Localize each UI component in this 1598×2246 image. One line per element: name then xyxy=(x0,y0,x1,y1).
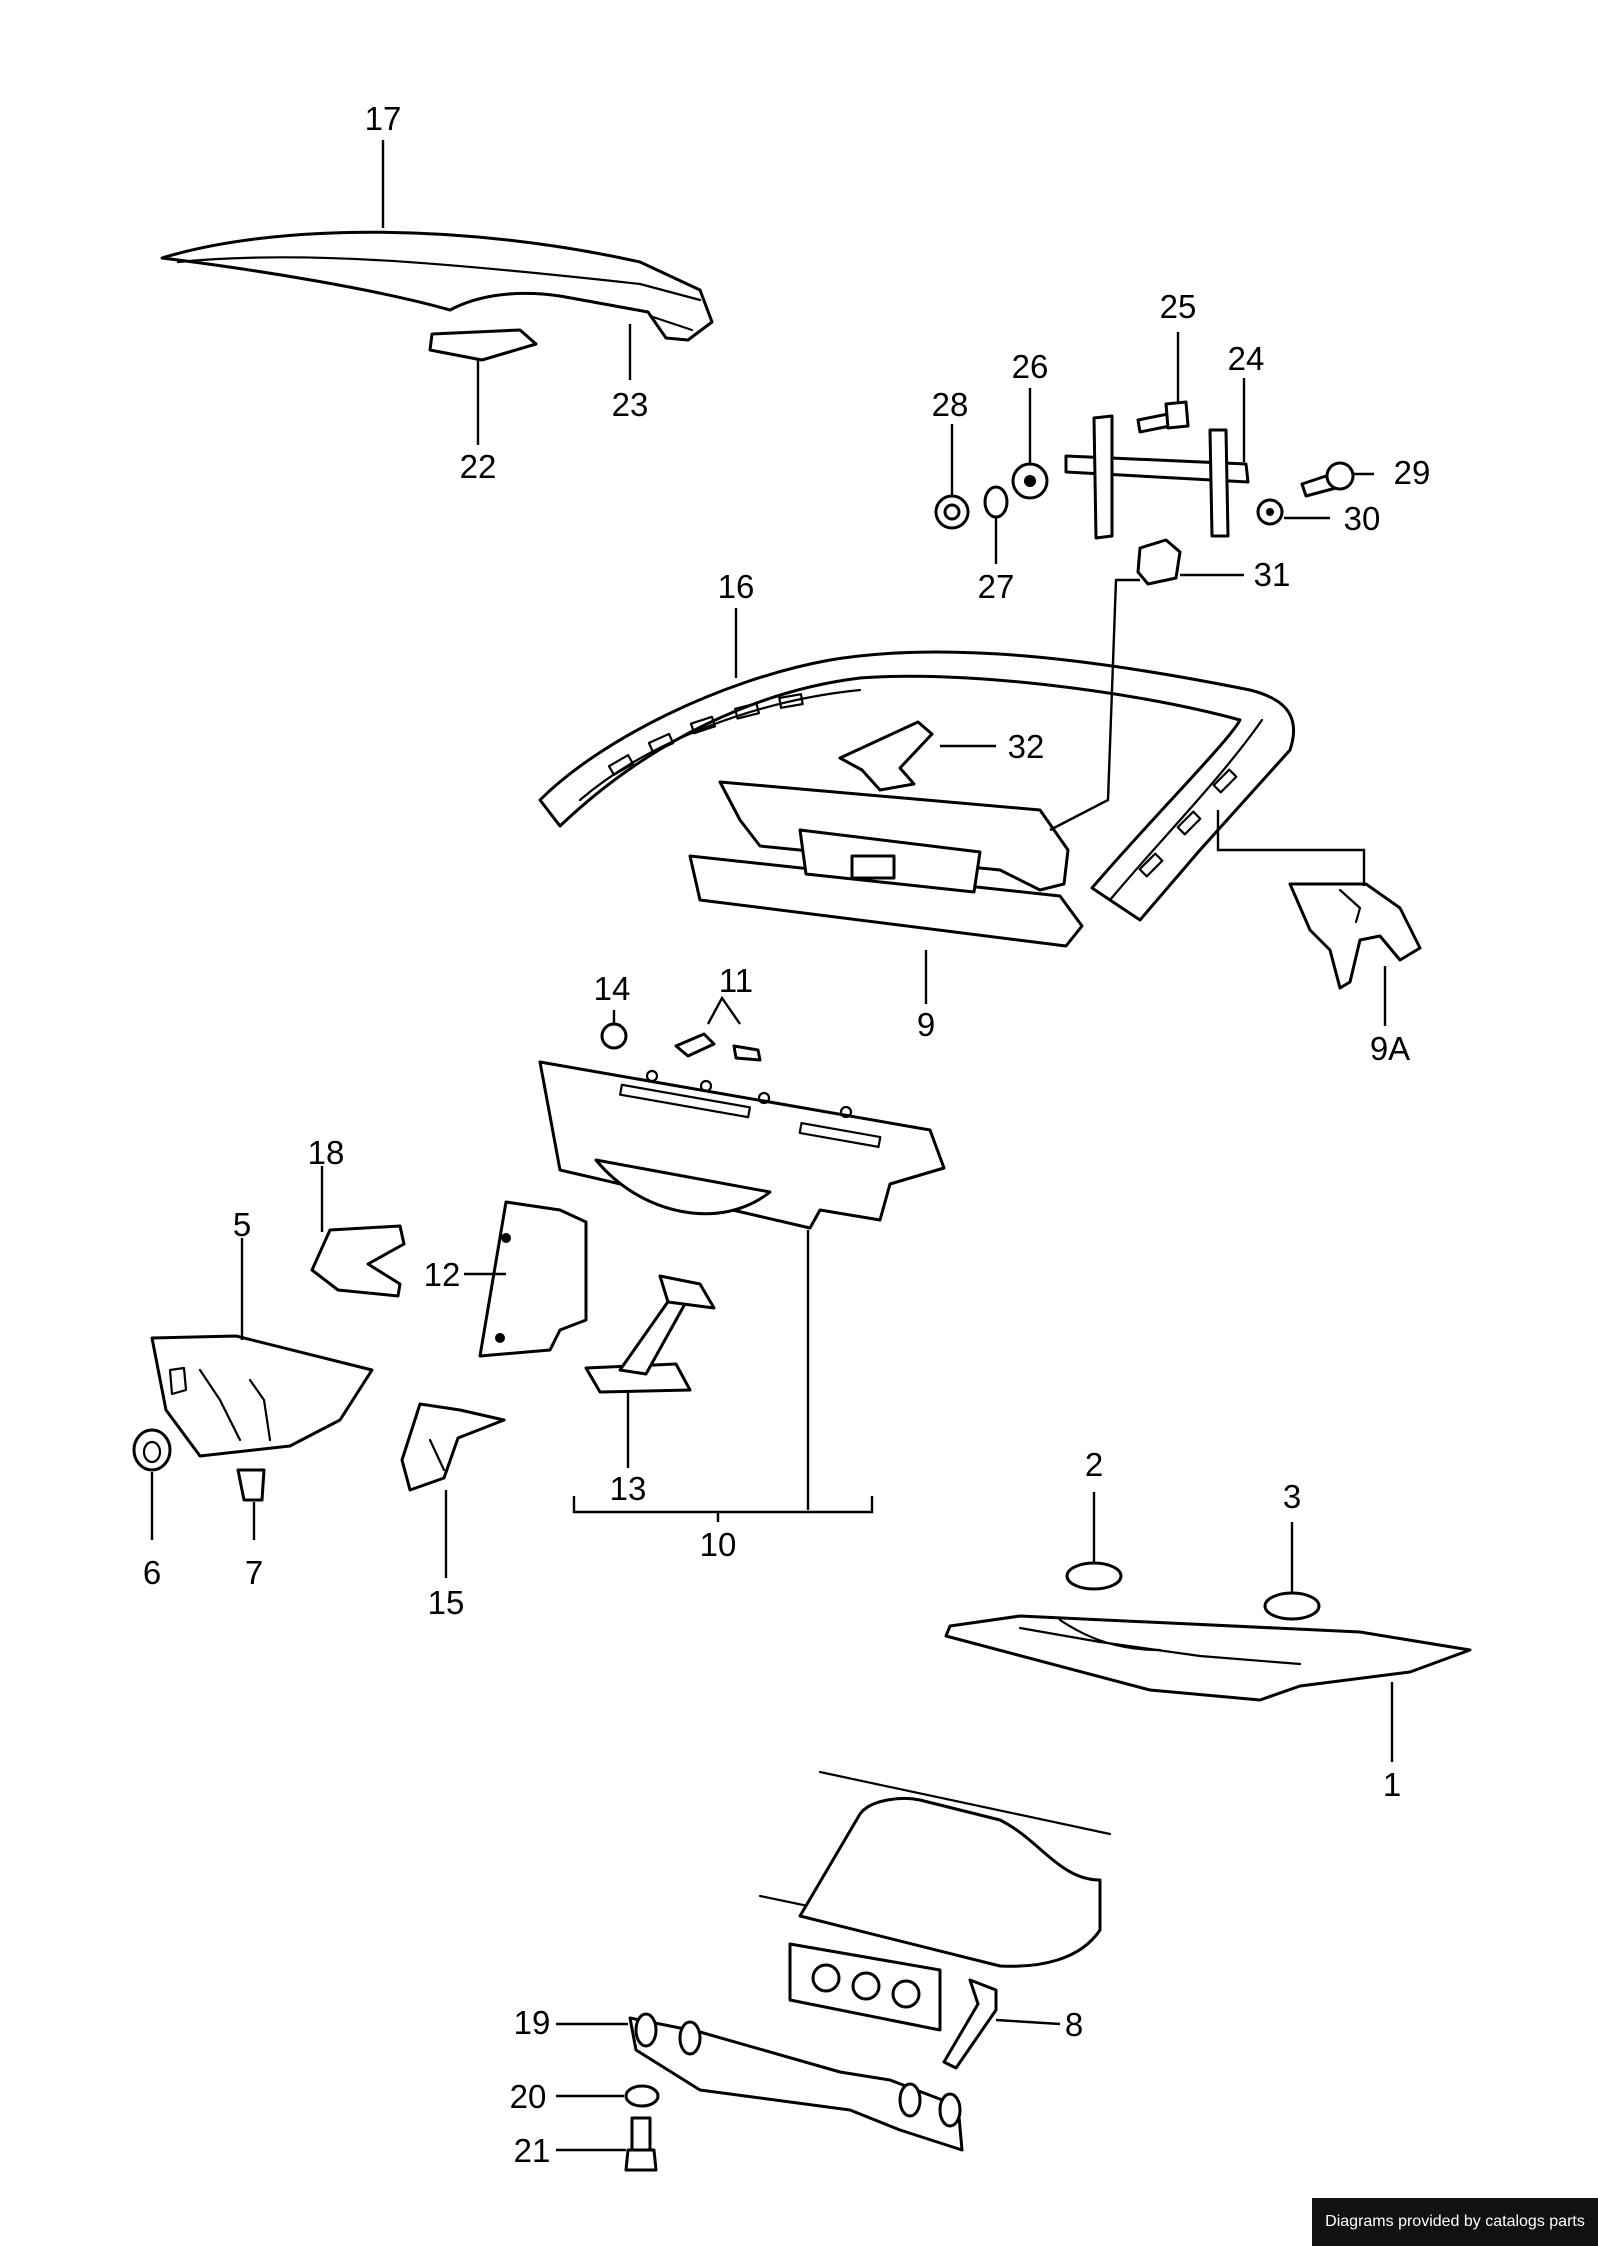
callout-3: 3 xyxy=(1283,1478,1301,1515)
part-16-windshield-frame xyxy=(538,650,1296,922)
callout-17: 17 xyxy=(365,100,402,137)
callout-23: 23 xyxy=(612,386,649,423)
part-32-mirror-mount xyxy=(838,720,934,792)
part-15-small-bracket xyxy=(400,1402,506,1492)
callout-20: 20 xyxy=(510,2078,547,2115)
callout-11: 11 xyxy=(719,962,753,999)
callout-5: 5 xyxy=(233,1206,251,1243)
callout-21: 21 xyxy=(514,2132,551,2169)
callout-labels: 17 22 23 25 24 26 28 27 29 30 31 16 32 9… xyxy=(143,100,1431,2169)
callout-32: 32 xyxy=(1008,728,1045,765)
callout-22: 22 xyxy=(460,448,497,485)
leader-lines xyxy=(150,140,1394,2152)
part-9-cowl-panel xyxy=(688,780,1084,948)
callout-10: 10 xyxy=(700,1526,737,1563)
callout-19: 19 xyxy=(514,2004,551,2041)
part-21-bolt xyxy=(624,2116,658,2172)
part-31-rubber-buffer xyxy=(1136,538,1182,586)
part-20-washer xyxy=(624,2084,660,2108)
part-10-dashboard-support xyxy=(538,1060,946,1230)
callout-1: 1 xyxy=(1383,1766,1401,1803)
part-27-washer xyxy=(983,485,1009,519)
callout-2: 2 xyxy=(1085,1446,1103,1483)
callout-24: 24 xyxy=(1228,340,1265,377)
part-5-glovebox-tray xyxy=(150,1334,374,1458)
part-24-hinge-plate xyxy=(1064,414,1250,540)
callout-13: 13 xyxy=(610,1470,647,1507)
callout-15: 15 xyxy=(428,1584,465,1621)
front-body-section xyxy=(758,1770,1112,2032)
part-6-grommet xyxy=(132,1428,172,1472)
callout-12: 12 xyxy=(424,1256,461,1293)
part-18-clip-bracket xyxy=(310,1224,406,1298)
part-28-nut xyxy=(934,494,970,530)
part-1-floor-panel xyxy=(944,1614,1472,1702)
part-30-washer xyxy=(1256,498,1284,526)
frame-slots xyxy=(607,693,1238,878)
callout-18: 18 xyxy=(308,1134,345,1171)
part-29-screw xyxy=(1300,461,1355,498)
callout-27: 27 xyxy=(978,568,1015,605)
part-2-plug xyxy=(1065,1561,1123,1591)
part-9a-corner-bracket xyxy=(1288,882,1422,990)
callout-9: 9 xyxy=(917,1006,935,1043)
part-11-clips xyxy=(674,1032,762,1062)
callout-31: 31 xyxy=(1254,556,1291,593)
callout-6: 6 xyxy=(143,1554,161,1591)
part-22-roof-bracket xyxy=(428,328,538,362)
callout-29: 29 xyxy=(1394,454,1431,491)
part-12-side-bracket xyxy=(478,1200,588,1358)
part-17-roof-panel xyxy=(160,230,714,342)
callout-28: 28 xyxy=(932,386,969,423)
callout-26: 26 xyxy=(1012,348,1049,385)
part-7-rubber-stop xyxy=(236,1468,266,1502)
part-19-crossmember xyxy=(628,2012,964,2152)
part-26-washer xyxy=(1011,462,1049,500)
callout-9a: 9A xyxy=(1370,1030,1410,1067)
part-3-plug xyxy=(1263,1591,1321,1621)
callout-7: 7 xyxy=(245,1554,263,1591)
part-8-angle-bracket xyxy=(942,1978,998,2070)
callout-16: 16 xyxy=(718,568,755,605)
callout-14: 14 xyxy=(594,970,631,1007)
credit-badge[interactable]: Diagrams provided by catalogs parts xyxy=(1312,2198,1598,2246)
callout-25: 25 xyxy=(1160,288,1197,325)
part-14-nut xyxy=(600,1022,628,1050)
callout-8: 8 xyxy=(1065,2006,1083,2043)
part-13-mounting-stand xyxy=(584,1274,716,1394)
part-25-bolt xyxy=(1136,400,1190,434)
callout-30: 30 xyxy=(1344,500,1381,537)
